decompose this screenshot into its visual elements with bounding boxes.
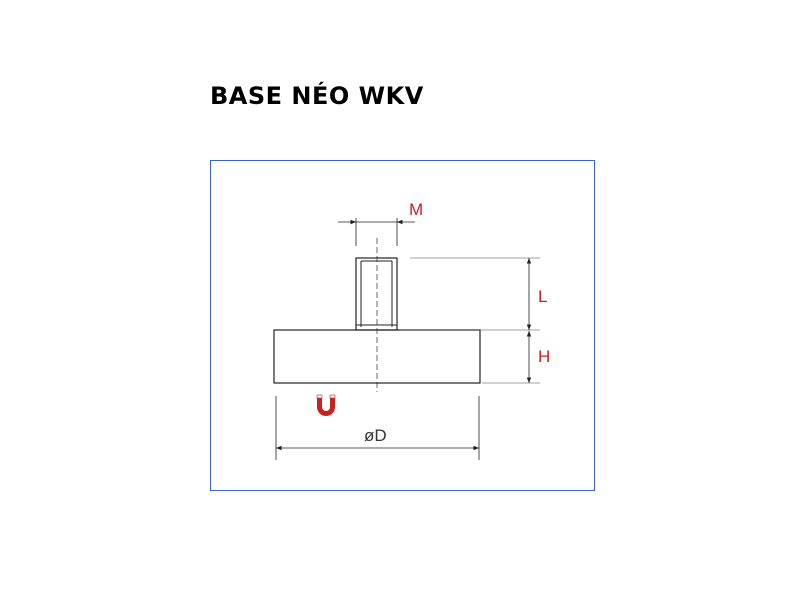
drawing-title: BASE NÉO WKV bbox=[210, 82, 424, 110]
dimension-m bbox=[338, 218, 415, 246]
magnet-base-body bbox=[273, 329, 481, 384]
dimension-label-d: øD bbox=[364, 426, 387, 445]
dimension-label-m: M bbox=[409, 200, 423, 219]
drawing-frame bbox=[210, 160, 595, 491]
dimension-h bbox=[482, 331, 540, 384]
threaded-stud bbox=[355, 257, 398, 331]
dimension-l bbox=[400, 257, 540, 331]
dimension-d bbox=[275, 396, 480, 460]
dimension-label-l: L bbox=[538, 287, 547, 306]
dimension-label-h: H bbox=[538, 347, 550, 366]
horseshoe-magnet-icon bbox=[316, 394, 336, 416]
